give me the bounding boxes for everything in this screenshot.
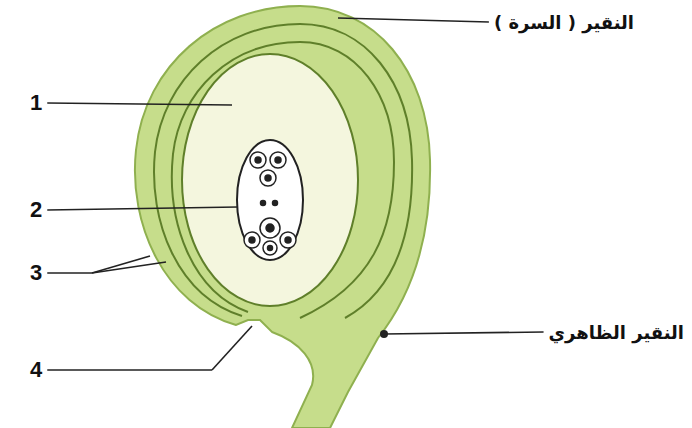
leader-line (47, 207, 238, 210)
part-label: النقير الظاهري (549, 322, 684, 343)
leader-line (47, 272, 92, 274)
leader-line (92, 262, 166, 273)
leader-line (384, 332, 544, 334)
integument-line (172, 42, 394, 318)
leader-line (92, 256, 150, 273)
raphe-dot (380, 330, 388, 338)
embryo-sac-cells (244, 152, 296, 255)
outer-integument (135, 6, 430, 428)
nucellus (182, 54, 358, 306)
callout-number: 1 (30, 90, 42, 116)
embryo-sac (237, 140, 303, 260)
leader-line (338, 18, 489, 22)
callout-number: 3 (30, 260, 42, 286)
callout-number: 4 (30, 357, 42, 383)
callout-number: 2 (30, 197, 42, 223)
integument-line (154, 24, 412, 318)
leader-lines (47, 18, 543, 370)
part-label: النقير ( السرة ) (494, 12, 634, 33)
leader-line (47, 369, 212, 371)
leader-line (212, 326, 252, 370)
leader-line (47, 103, 232, 105)
